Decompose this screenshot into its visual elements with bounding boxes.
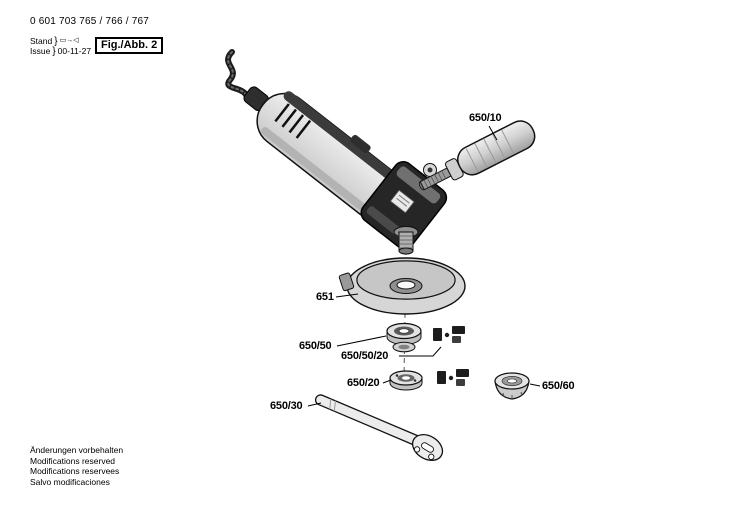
leader-650-20 <box>382 379 392 384</box>
housing-bottom-shade <box>261 127 383 224</box>
leader-lines <box>307 125 541 407</box>
switch-slider <box>350 134 371 154</box>
issue-row: Issue } 00-11-27 <box>30 46 91 56</box>
wrench-head <box>411 434 444 462</box>
part-label-backing-flange: 650/50 <box>299 340 332 352</box>
leader-650-50 <box>336 335 387 347</box>
power-cable-coil-texture <box>227 51 248 98</box>
disclaimer-line-de: Änderungen vorbehalten <box>30 445 124 455</box>
disclaimer-block: Änderungen vorbehalten Modifications res… <box>30 445 123 487</box>
leader-650-50-20 <box>399 346 442 357</box>
handle-stud-threads <box>423 170 447 188</box>
brace-glyph: } <box>54 35 58 47</box>
revision-block: Stand } ▭→◁ Issue } 00-11-27 <box>30 36 91 56</box>
leader-650-30 <box>307 402 322 407</box>
brace-glyph: } <box>52 45 56 57</box>
backing-flange <box>386 322 422 353</box>
quick-clamping-nut <box>494 372 530 400</box>
leader-651 <box>335 293 359 298</box>
clamping-nut <box>389 370 423 391</box>
part-label-flange-set: 650/50/20 <box>341 350 389 362</box>
rating-plate <box>389 189 415 214</box>
part-label-quick-nut: 650/60 <box>542 380 575 392</box>
part-label-pin-wrench: 650/30 <box>270 400 303 412</box>
revision-pictogram-icon: ▭→◁ <box>59 37 79 44</box>
guard-clamp <box>338 272 355 292</box>
leader-650-10 <box>488 125 498 141</box>
stand-label: Stand <box>30 36 53 46</box>
part-label-side-handle: 650/10 <box>469 112 502 124</box>
part-label-wheel-guard: 651 <box>316 291 334 303</box>
disclaimer-line-en: Modifications reserved <box>30 455 116 466</box>
head-facet-highlight <box>396 166 441 204</box>
spindle <box>393 226 419 255</box>
part-label-clamping-nut: 650/20 <box>347 377 380 389</box>
issue-label: Issue <box>30 46 51 56</box>
wheel-guard <box>338 257 466 315</box>
leader-650-60 <box>529 383 541 387</box>
issue-date: 00-11-27 <box>57 46 92 56</box>
vent-slits <box>274 103 312 139</box>
handle-grip-ribs <box>465 129 515 173</box>
stand-row: Stand } ▭→◁ <box>30 36 91 46</box>
figure-label: Fig./Abb. 2 <box>95 37 164 54</box>
document-number: 0 601 703 765 / 766 / 767 <box>30 16 149 27</box>
motor-housing <box>243 86 409 224</box>
handle-grip <box>457 120 536 176</box>
nut-clip-hardware <box>437 369 469 386</box>
flange-clip-hardware <box>433 326 465 343</box>
disclaimer-line-fr: Modifications reservees <box>30 466 120 476</box>
pin-wrench <box>314 394 444 462</box>
guard-hub-hole <box>396 280 416 290</box>
spindle-lock-button-center <box>427 167 433 173</box>
disclaimer-line-es: Salvo modificaciones <box>30 476 110 487</box>
housing-top-shade <box>283 91 409 192</box>
side-handle <box>418 120 536 191</box>
